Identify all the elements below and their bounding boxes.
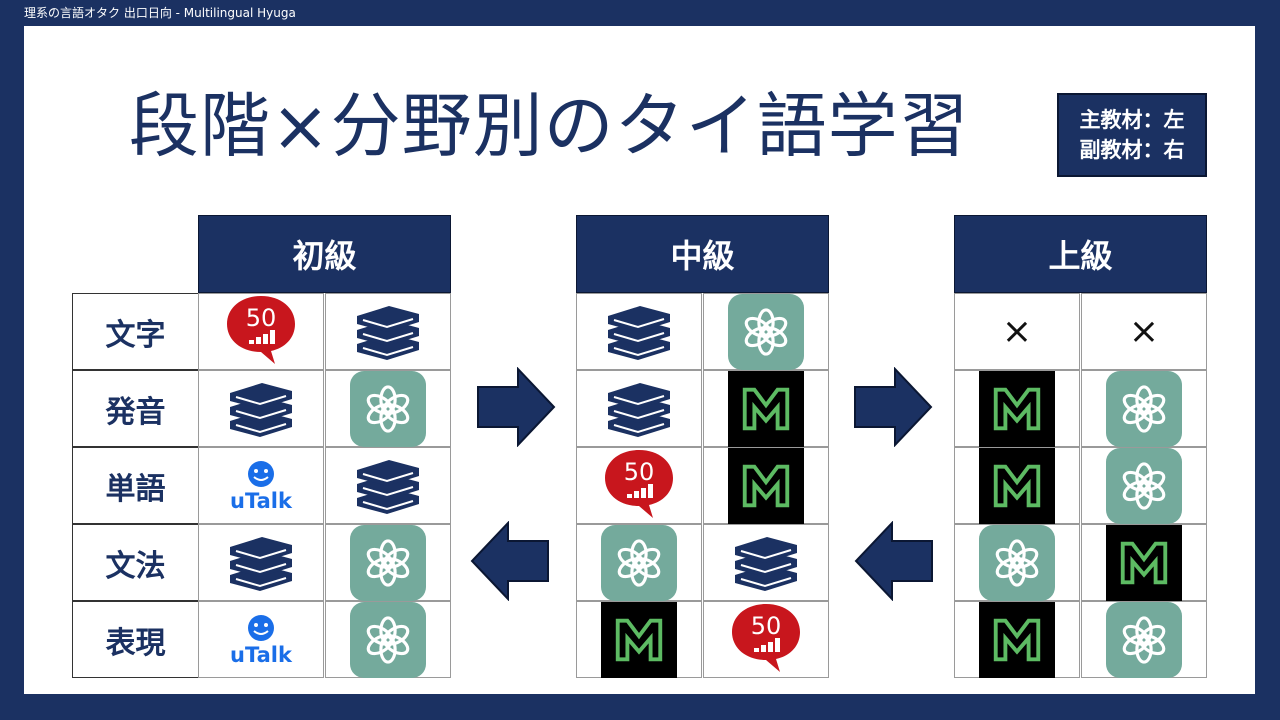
grid-cell-beginner: 50 bbox=[198, 293, 324, 370]
utalk-icon: uTalk bbox=[223, 448, 299, 524]
chatgpt-icon bbox=[1106, 601, 1182, 678]
grid-cell-advanced bbox=[1081, 524, 1207, 601]
50languages-icon: 50 bbox=[223, 292, 299, 372]
book-icon bbox=[604, 375, 674, 443]
legend-secondary: 副教材：右 bbox=[1079, 138, 1185, 162]
book-icon bbox=[731, 529, 801, 597]
utalk-icon: uTalk bbox=[223, 602, 299, 678]
chatgpt-icon bbox=[350, 601, 426, 678]
slide-canvas: 段階×分野別のタイ語学習 主教材：左 副教材：右 初級 中級 上級 文字 発音 … bbox=[24, 26, 1255, 694]
grid-cell-advanced bbox=[1081, 370, 1207, 447]
legend-box: 主教材：左 副教材：右 bbox=[1057, 93, 1207, 177]
chatgpt-icon bbox=[601, 524, 677, 601]
grid-cell-intermediate bbox=[576, 370, 702, 447]
grid-cell-intermediate bbox=[576, 293, 702, 370]
book-icon bbox=[226, 529, 296, 597]
grid-cell-beginner bbox=[325, 293, 451, 370]
utalk-wordmark: uTalk bbox=[230, 489, 292, 513]
grid-cell-beginner bbox=[198, 370, 324, 447]
chatgpt-icon bbox=[1106, 447, 1182, 524]
header-channel-text: 理系の言語オタク 出口日向 - Multilingual Hyuga bbox=[24, 6, 296, 20]
svg-text:50: 50 bbox=[246, 304, 277, 332]
grid-cell-advanced bbox=[954, 370, 1080, 447]
arrow-left-icon bbox=[854, 521, 933, 601]
legend-primary: 主教材：左 bbox=[1079, 107, 1185, 132]
book-icon bbox=[353, 452, 423, 520]
chatgpt-icon bbox=[350, 370, 426, 447]
none-mark: × bbox=[1128, 311, 1160, 352]
category-moji: 文字 bbox=[72, 293, 199, 370]
grid-cell-intermediate bbox=[703, 370, 829, 447]
arrow-right-icon bbox=[477, 367, 556, 447]
mm-app-icon bbox=[601, 601, 677, 678]
none-mark: × bbox=[1001, 311, 1033, 352]
50languages-icon: 50 bbox=[601, 446, 677, 526]
book-icon bbox=[604, 298, 674, 366]
mm-app-icon bbox=[728, 370, 804, 447]
svg-text:50: 50 bbox=[751, 612, 782, 640]
category-hyougen: 表現 bbox=[72, 601, 199, 678]
grid-cell-advanced bbox=[954, 447, 1080, 524]
book-icon bbox=[226, 375, 296, 443]
chatgpt-icon bbox=[728, 293, 804, 370]
grid-cell-beginner bbox=[325, 447, 451, 524]
mm-app-icon bbox=[979, 601, 1055, 678]
grid-cell-intermediate: 50 bbox=[576, 447, 702, 524]
arrow-left-icon bbox=[470, 521, 549, 601]
mm-app-icon bbox=[979, 447, 1055, 524]
mm-app-icon bbox=[1106, 524, 1182, 601]
grid-cell-beginner bbox=[325, 370, 451, 447]
grid-cell-beginner bbox=[325, 601, 451, 678]
mm-app-icon bbox=[728, 447, 804, 524]
level-header-beginner: 初級 bbox=[198, 215, 451, 293]
grid-cell-intermediate: 50 bbox=[703, 601, 829, 678]
level-header-intermediate: 中級 bbox=[576, 215, 829, 293]
grid-cell-beginner bbox=[325, 524, 451, 601]
level-header-advanced: 上級 bbox=[954, 215, 1207, 293]
mm-app-icon bbox=[979, 370, 1055, 447]
grid-cell-advanced bbox=[1081, 601, 1207, 678]
grid-cell-advanced: × bbox=[954, 293, 1080, 370]
category-hatsuon: 発音 bbox=[72, 370, 199, 447]
chatgpt-icon bbox=[979, 524, 1055, 601]
grid-cell-intermediate bbox=[576, 601, 702, 678]
grid-cell-intermediate bbox=[703, 524, 829, 601]
svg-text:50: 50 bbox=[624, 458, 655, 486]
grid-cell-intermediate bbox=[703, 447, 829, 524]
grid-cell-beginner: uTalk bbox=[198, 447, 324, 524]
50languages-icon: 50 bbox=[728, 600, 804, 680]
grid-cell-intermediate bbox=[576, 524, 702, 601]
book-icon bbox=[353, 298, 423, 366]
chatgpt-icon bbox=[1106, 370, 1182, 447]
category-bunpou: 文法 bbox=[72, 524, 199, 601]
grid-cell-advanced: × bbox=[1081, 293, 1207, 370]
grid-cell-advanced bbox=[1081, 447, 1207, 524]
grid-cell-advanced bbox=[954, 601, 1080, 678]
grid-cell-intermediate bbox=[703, 293, 829, 370]
grid-cell-advanced bbox=[954, 524, 1080, 601]
arrow-right-icon bbox=[854, 367, 933, 447]
grid-cell-beginner bbox=[198, 524, 324, 601]
chatgpt-icon bbox=[350, 524, 426, 601]
grid-cell-beginner: uTalk bbox=[198, 601, 324, 678]
page-title: 段階×分野別のタイ語学習 bbox=[129, 85, 970, 167]
category-tango: 単語 bbox=[72, 447, 199, 524]
utalk-wordmark: uTalk bbox=[230, 643, 292, 667]
